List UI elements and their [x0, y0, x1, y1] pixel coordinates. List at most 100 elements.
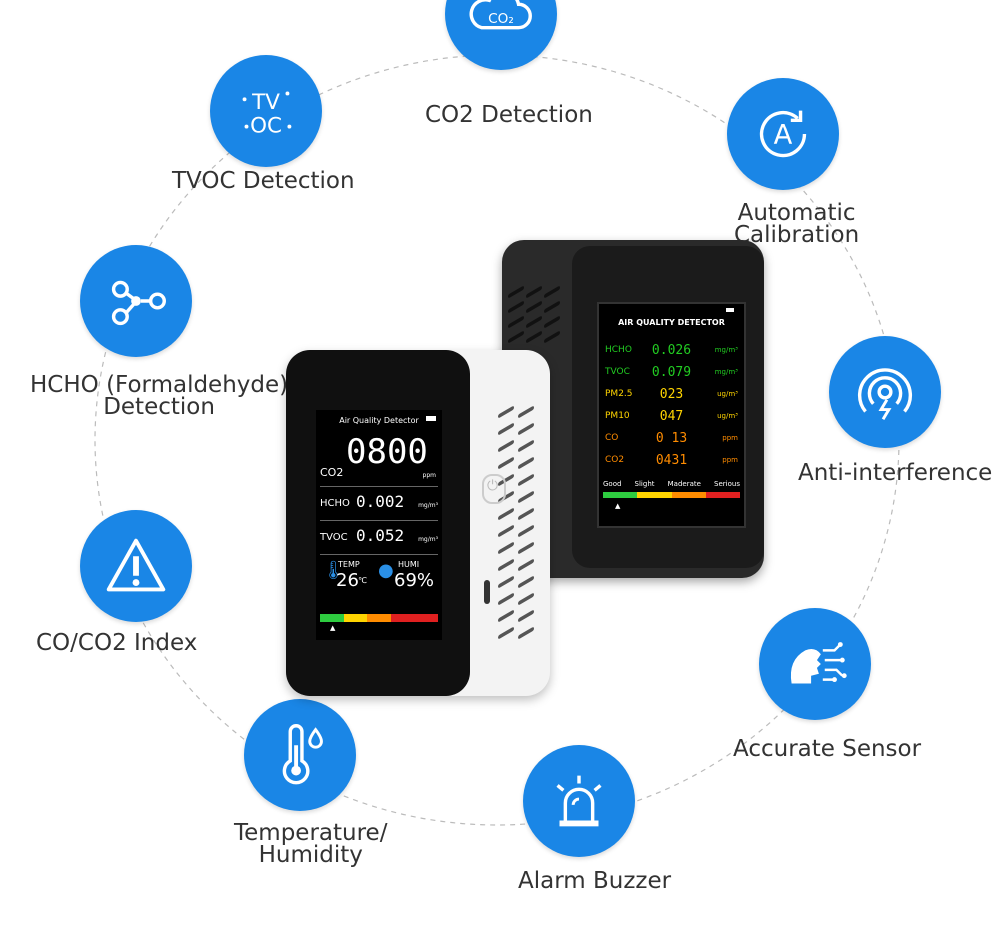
- co2-detection-label: CO2 Detection: [425, 102, 593, 128]
- feature-calibration: A: [727, 78, 839, 190]
- white-level-bar: [320, 614, 438, 622]
- level-segment: [320, 614, 344, 622]
- hcho-value: 0.002: [356, 492, 405, 511]
- reading-row: CO 0 13 ppm: [605, 428, 738, 448]
- feature-co-index: [80, 510, 192, 622]
- co-index-badge: [80, 510, 192, 622]
- reading-key: HCHO: [605, 345, 632, 355]
- svg-text:A: A: [774, 120, 793, 151]
- humi-value: 69%: [394, 570, 435, 591]
- tvoc-label: TVOC: [320, 532, 348, 543]
- temp-unit: ℃: [358, 576, 367, 585]
- calibration-badge: A: [727, 78, 839, 190]
- svg-text:OC: OC: [250, 113, 282, 138]
- feature-alarm: [523, 745, 635, 857]
- reading-unit: mg/m³: [714, 346, 738, 354]
- feature-tvoc: TV OC: [210, 55, 322, 167]
- thermometer-icon: [282, 724, 323, 785]
- signal-icon: [857, 368, 913, 421]
- feature-accurate-sensor: [759, 608, 871, 720]
- level-segment: [603, 492, 638, 498]
- alarm-buzzer-label: Alarm Buzzer: [518, 868, 672, 894]
- white-device-screen: Air Quality Detector CO2 0800 ppm HCHO 0…: [316, 410, 442, 640]
- power-icon: ⏻: [487, 478, 499, 494]
- divider: [320, 554, 438, 555]
- feature-hcho: [80, 245, 192, 357]
- reading-key: TVOC: [605, 367, 630, 377]
- reading-unit: ug/m³: [717, 390, 738, 398]
- warning-icon: [106, 538, 166, 592]
- hcho-detection-label: HCHO (Formaldehyde) Detection: [30, 372, 289, 420]
- co2-value: 0800: [346, 432, 428, 472]
- tvoc-icon: TV OC: [242, 90, 292, 138]
- temp-value: 26: [336, 570, 359, 591]
- sensor-head-icon: [790, 642, 847, 684]
- tvoc-value: 0.052: [356, 526, 405, 545]
- reading-unit: mg/m³: [714, 368, 738, 376]
- power-button[interactable]: ⏻: [482, 474, 506, 504]
- automatic-calibration-label: Automatic Calibration: [734, 200, 860, 248]
- temperature-humidity-label: Temperature/ Humidity: [234, 820, 388, 868]
- level-segment: [390, 614, 415, 622]
- feature-co2: CO₂: [445, 0, 557, 70]
- reading-key: CO2: [605, 455, 625, 465]
- feature-anti-interference: [829, 336, 941, 448]
- divider: [320, 520, 438, 521]
- temperature-badge: [244, 699, 356, 811]
- level-segment: [343, 614, 368, 622]
- reading-row: PM10 047 ug/m³: [605, 406, 738, 426]
- auto-calibration-icon: A: [759, 110, 807, 158]
- cloud-co2-icon: CO₂: [469, 0, 532, 30]
- reading-value: 0431: [655, 452, 688, 468]
- svg-text:TV: TV: [251, 90, 280, 115]
- usb-port: [484, 580, 490, 604]
- hcho-label: HCHO: [320, 498, 350, 509]
- droplet-icon: ●: [378, 560, 394, 581]
- tvoc-detection-label: TVOC Detection: [172, 168, 355, 194]
- white-detector-device: ⏻ Air Quality Detector CO2 0800 ppm HCHO…: [286, 350, 550, 700]
- co2-unit: ppm: [422, 472, 436, 479]
- alarm-light-icon: [556, 775, 602, 827]
- co-co2-index-label: CO/CO2 Index: [36, 630, 198, 656]
- tvoc-unit: mg/m³: [418, 536, 438, 543]
- reading-unit: ppm: [722, 434, 738, 442]
- reading-value: 0 13: [655, 430, 688, 446]
- reading-key: PM10: [605, 411, 630, 421]
- level-indicator-arrow: ▲: [615, 502, 621, 510]
- reading-key: CO: [605, 433, 619, 443]
- level-segment: [705, 492, 740, 498]
- alarm-badge: [523, 745, 635, 857]
- level-segment: [671, 492, 706, 498]
- reading-value: 023: [659, 386, 684, 402]
- feature-temperature: [244, 699, 356, 811]
- accurate-sensor-badge: [759, 608, 871, 720]
- temp-label: TEMP: [338, 560, 360, 569]
- reading-unit: ug/m³: [717, 412, 738, 420]
- level-label: Good: [603, 480, 622, 488]
- reading-value: 0.026: [651, 342, 692, 358]
- humi-label: HUMI: [398, 560, 420, 569]
- molecule-icon: [111, 280, 166, 326]
- level-label: Slight: [634, 480, 655, 488]
- white-screen-title: Air Quality Detector: [339, 416, 419, 425]
- level-segment: [637, 492, 672, 498]
- reading-value: 047: [659, 408, 684, 424]
- co2-cloud-badge: CO₂: [445, 0, 557, 70]
- anti-interference-label: Anti-interference: [798, 460, 993, 486]
- thermometer-icon: 🌡: [322, 560, 345, 581]
- battery-icon: [726, 308, 734, 312]
- level-label: Maderate: [667, 480, 701, 488]
- battery-icon: [426, 416, 436, 421]
- level-segment: [367, 614, 391, 622]
- accurate-sensor-label: Accurate Sensor: [733, 736, 922, 762]
- level-segment: [414, 614, 438, 622]
- level-label: Serious: [714, 480, 740, 488]
- divider: [320, 486, 438, 487]
- hcho-badge: [80, 245, 192, 357]
